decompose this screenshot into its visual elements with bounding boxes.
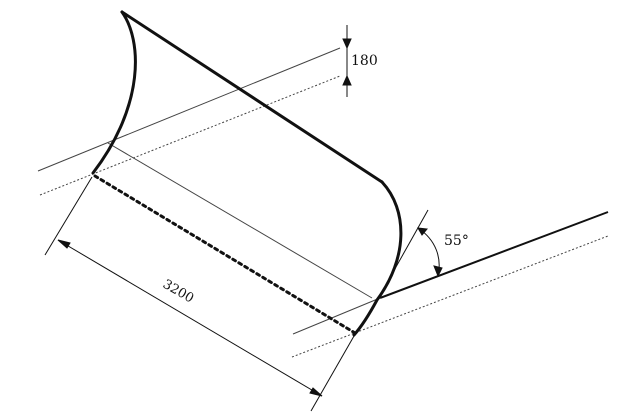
blade-cutting-edge xyxy=(93,174,357,335)
blade-left-profile xyxy=(91,10,137,175)
angle-label: 55° xyxy=(444,233,469,249)
blade-outline xyxy=(91,10,403,337)
guide-line-lower-2 xyxy=(291,235,609,358)
width-arrow-right xyxy=(309,387,323,397)
guide-line-upper-1 xyxy=(37,47,341,172)
thickness-arrow-top xyxy=(342,38,352,50)
angle-arrow-top xyxy=(417,227,428,236)
guide-lines xyxy=(37,47,609,358)
width-label: 3200 xyxy=(160,277,196,307)
angle-dimension xyxy=(377,209,443,300)
guide-line-lower-1 xyxy=(292,297,381,335)
width-extension-right xyxy=(310,335,355,412)
guide-line-upper-2 xyxy=(39,75,341,196)
push-arm xyxy=(379,211,609,299)
width-dimension-line xyxy=(57,239,323,397)
thickness-label: 180 xyxy=(351,53,378,69)
blade-back-line xyxy=(107,142,373,299)
thickness-arrow-bottom xyxy=(342,74,352,86)
width-extension-left xyxy=(44,176,93,256)
angle-reference-line xyxy=(377,209,429,300)
blade-right-profile xyxy=(352,180,403,337)
blade-top-edge xyxy=(120,10,384,184)
width-arrow-left xyxy=(57,239,71,249)
thickness-dimension xyxy=(342,25,352,97)
angle-arrow-bottom xyxy=(433,265,443,278)
push-arm-line xyxy=(379,211,609,299)
width-dimension xyxy=(44,176,355,412)
